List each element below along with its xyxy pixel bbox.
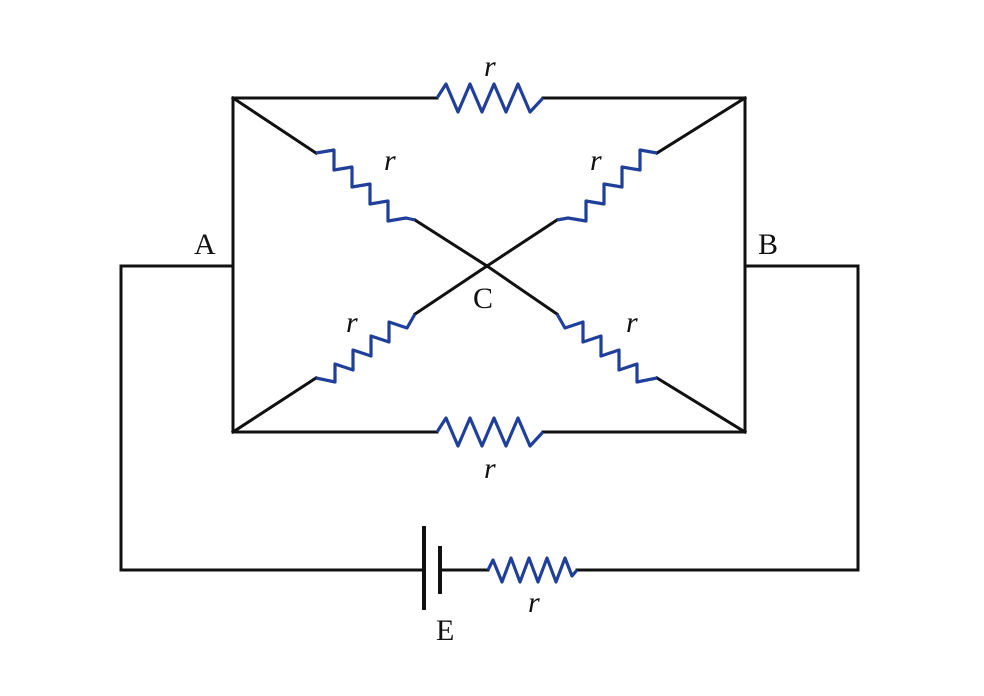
node-label-b: B bbox=[758, 228, 778, 261]
resistor-diagonal-top-right bbox=[484, 95, 748, 269]
resistor-bottom bbox=[231, 416, 747, 448]
resistor-diagonal-top-left bbox=[230, 95, 490, 269]
resistor-diagonal-bottom-right bbox=[484, 263, 748, 435]
resistor-label-diagonal-bottom-left: r bbox=[346, 306, 358, 339]
resistor-top bbox=[231, 82, 747, 114]
resistor-label-bottom: r bbox=[484, 452, 496, 485]
node-label-c: C bbox=[473, 282, 493, 315]
resistor-label-diagonal-bottom-right: r bbox=[626, 306, 638, 339]
resistor-diagonal-bottom-left bbox=[230, 263, 490, 435]
node-label-a: A bbox=[194, 228, 216, 261]
resistor-label-diagonal-top-left: r bbox=[384, 144, 396, 177]
battery-label-e: E bbox=[436, 614, 454, 647]
resistor-battery bbox=[486, 556, 579, 584]
external-wire-loop bbox=[119, 264, 860, 572]
resistor-label-battery: r bbox=[528, 586, 540, 619]
resistor-label-diagonal-top-right: r bbox=[590, 144, 602, 177]
resistor-label-top: r bbox=[484, 50, 496, 83]
battery bbox=[422, 526, 442, 610]
